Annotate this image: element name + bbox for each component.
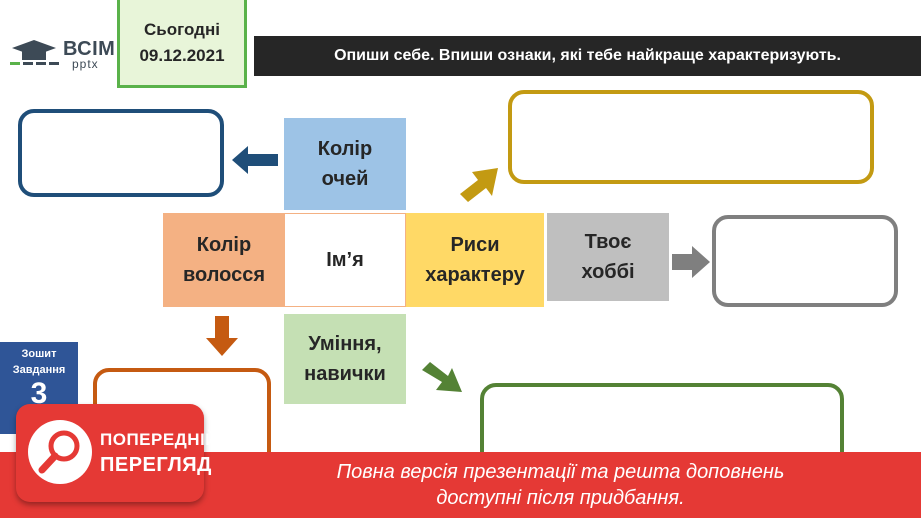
magnifier-icon	[38, 430, 80, 474]
preview-title-line2: ПЕРЕГЛЯД	[100, 454, 212, 476]
logo-text: ВСІМ	[63, 38, 116, 60]
arrow-left-icon	[232, 146, 278, 174]
preview-circle	[28, 420, 92, 484]
date-value: 09.12.2021	[139, 45, 225, 65]
arrow-up-right-icon	[460, 168, 498, 202]
task-number: 3	[30, 377, 48, 410]
preview-notice: Повна версія презентації та решта доповн…	[336, 461, 785, 509]
task-label: Завдання	[12, 364, 66, 376]
eye-color-answer-box[interactable]	[18, 109, 224, 197]
arrow-down-icon	[206, 316, 238, 356]
instruction-bar	[254, 36, 921, 76]
logo	[8, 36, 118, 72]
character-traits-answer-box[interactable]	[508, 90, 874, 184]
date-badge: Сьогодні 09.12.2021	[117, 0, 247, 88]
name-label: Ім’я	[284, 213, 406, 307]
hobby-answer-box[interactable]	[712, 215, 898, 307]
arrow-down-right-icon	[422, 362, 462, 392]
arrow-right-icon	[672, 246, 710, 278]
preview-title-line1: ПОПЕРЕДНІЙ	[100, 430, 219, 449]
skills-label: Уміння,навички	[284, 314, 406, 404]
logo-subtext: pptx	[72, 57, 99, 71]
date-label: Сьогодні	[144, 19, 220, 39]
graduation-cap-icon	[10, 40, 59, 65]
notebook-label: Зошит	[21, 348, 57, 360]
instruction-text: Опиши себе. Впиши ознаки, які тебе найкр…	[334, 47, 841, 64]
